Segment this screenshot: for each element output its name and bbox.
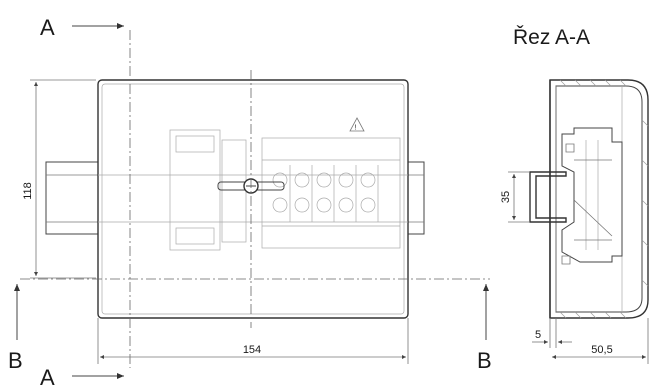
section-title: Řez A-A	[513, 26, 590, 49]
dimension-118-label: 118	[22, 182, 34, 200]
dimension-5-label: 5	[535, 329, 541, 341]
marker-a-top-label: A	[40, 15, 55, 40]
svg-text:!: !	[355, 125, 357, 132]
dimension-35: 35	[500, 171, 530, 223]
dimension-118: 118	[22, 79, 96, 279]
marker-a-bottom-label: A	[40, 365, 55, 385]
dimension-50-5: 50,5	[552, 318, 649, 364]
section-marker-b-left: B	[8, 284, 23, 373]
marker-b-left-label: B	[8, 348, 23, 373]
section-view: Řez A-A	[500, 26, 649, 364]
section-marker-a-top: A	[40, 15, 124, 40]
dimension-154: 154	[97, 318, 409, 364]
marker-b-right-label: B	[477, 348, 492, 373]
enclosure-outline	[97, 79, 409, 319]
section-marker-a-bottom: A	[40, 365, 124, 385]
dimension-50-5-label: 50,5	[591, 344, 612, 356]
warning-icon	[349, 117, 365, 132]
dimension-35-label: 35	[500, 191, 512, 203]
dimension-154-label: 154	[243, 344, 261, 356]
terminal-block-profile	[561, 127, 623, 265]
section-marker-b-right: B	[477, 284, 492, 373]
enclosure-shell	[549, 79, 649, 319]
din-rail-profile	[529, 171, 567, 223]
front-view: ! 118 154 A	[8, 15, 492, 385]
dimension-5: 5	[532, 318, 572, 348]
